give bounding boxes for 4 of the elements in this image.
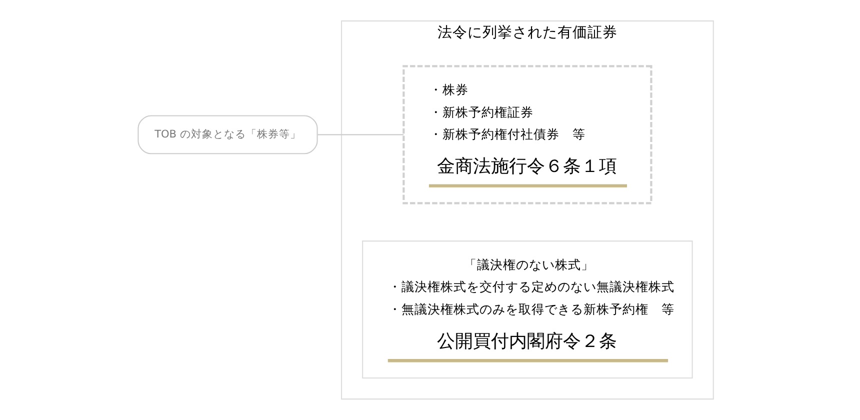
connector	[318, 134, 404, 136]
node-box: 「議決権のない株式」 ・議決権株式を交付する定めのない無議決権株式 ・無議決権株式のみを取得できる新株予約権 等 公開買付内閣府令２条	[362, 240, 693, 379]
node-box: TOB の対象となる「株券等」	[138, 115, 318, 154]
node-box: ・株券 ・新株予約権証券 ・新株予約権付社債券 等 金商法施行令６条１項	[402, 65, 652, 204]
